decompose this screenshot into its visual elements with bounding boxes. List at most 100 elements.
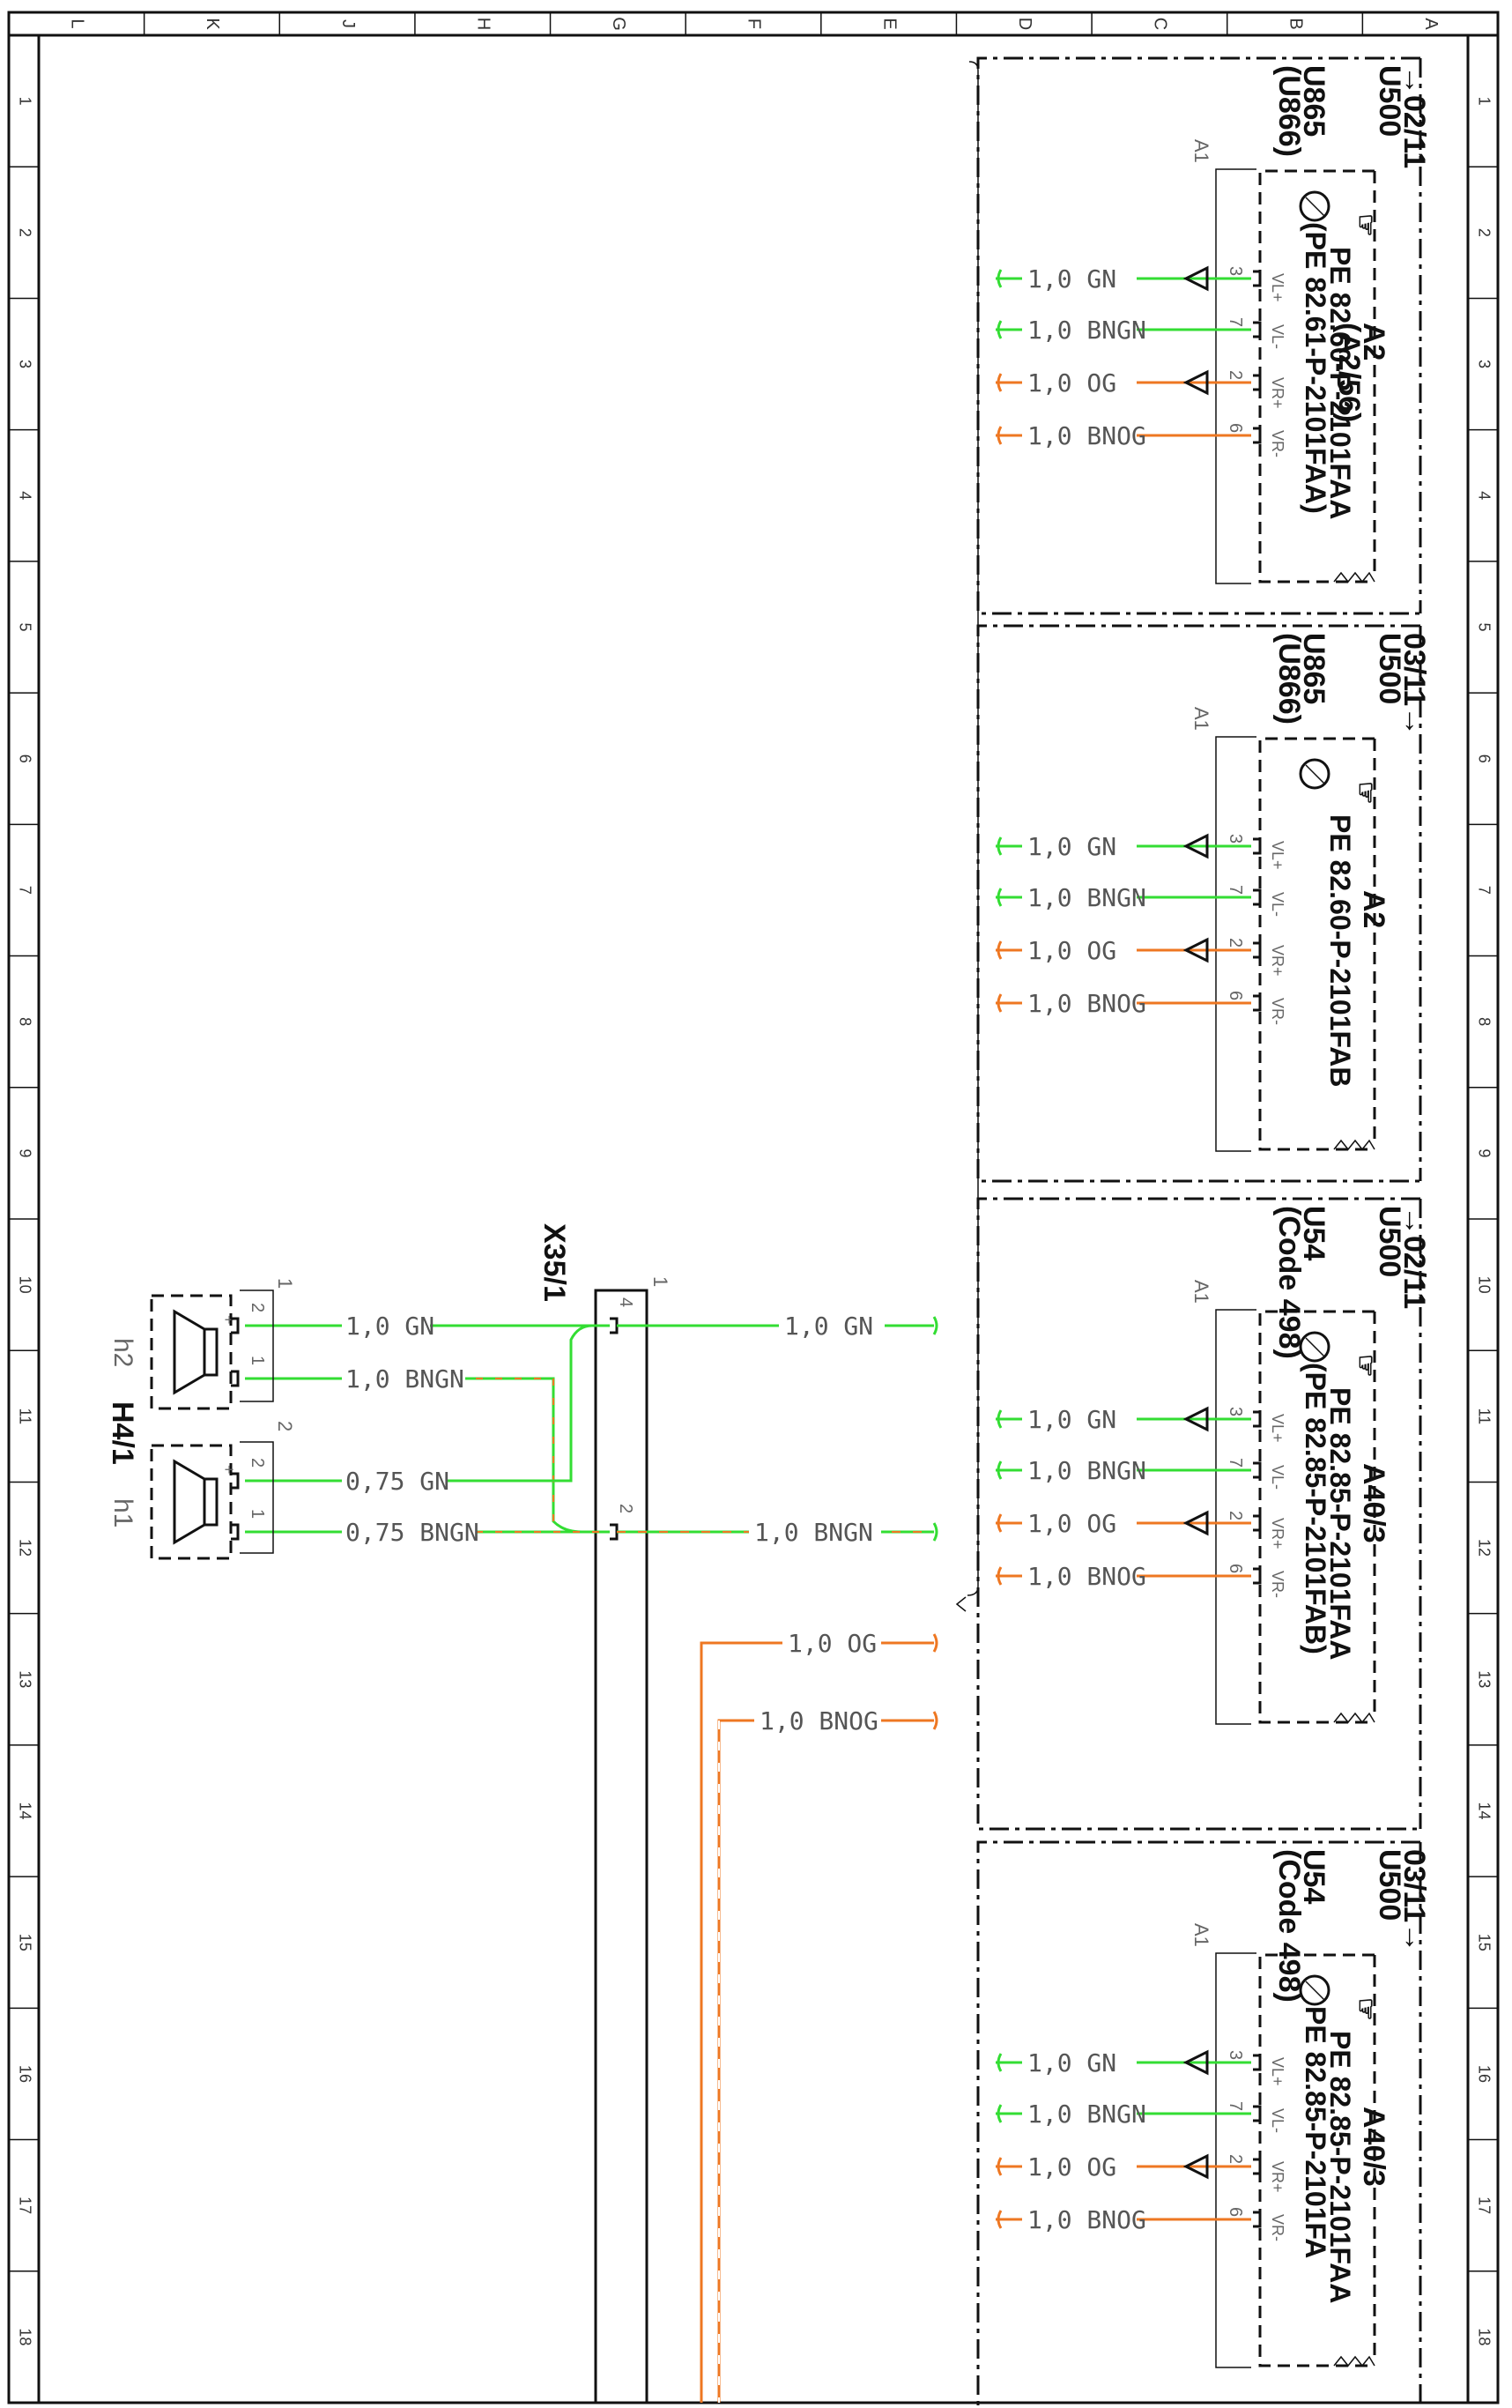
connector-label: A1: [1190, 1280, 1212, 1304]
row-label: 11: [1475, 1408, 1493, 1424]
speaker-wire-bngn-h2: [245, 1377, 610, 1534]
module-code: U54: [1297, 1206, 1330, 1260]
pin-signal: VR-: [1269, 1571, 1286, 1598]
speaker-plus: +: [220, 1465, 238, 1475]
x35-wire-label: 1,0 BNGN: [754, 1518, 873, 1547]
speaker-h1: +: [150, 1444, 238, 1560]
module-variant: U500: [1373, 1206, 1406, 1277]
speaker-h1-label: h1: [108, 1498, 137, 1527]
column-label: G: [609, 17, 628, 31]
wire-label-bg: [1022, 883, 1137, 911]
module-ref: →02/11: [1397, 65, 1431, 168]
row-label: 9: [1475, 1148, 1493, 1157]
pin-terminal: [1253, 2054, 1262, 2071]
device-label: A2: [1357, 890, 1390, 928]
wire-stub: [997, 1566, 1003, 1586]
pin-terminal: [1253, 374, 1262, 391]
column-label: F: [745, 19, 764, 29]
row-label: 1: [16, 97, 33, 106]
row-label: 5: [1475, 622, 1493, 631]
x35-wire-og: [700, 1641, 934, 2403]
pin-number: 2: [1226, 370, 1245, 380]
arrow-icon: [1182, 937, 1209, 963]
wire-stub: [997, 1409, 1003, 1429]
pin-terminal: [1253, 321, 1262, 338]
wire-label-bg: [342, 1518, 476, 1546]
speaker-top-num: 1: [274, 1278, 296, 1289]
row-label: 6: [1475, 754, 1493, 763]
row-label: 4: [16, 491, 33, 500]
wire-stub: [997, 426, 1003, 445]
wire-label: 1,0 BNOG: [1027, 2205, 1146, 2234]
device-alt-label: (A2/56): [1332, 323, 1366, 422]
arrow-icon: [1182, 369, 1209, 396]
wire-label-bg: [1022, 1562, 1137, 1590]
module-boundary: [976, 1840, 1420, 2408]
speaker-top-num: 2: [274, 1421, 296, 1431]
module-variant: U500: [1373, 65, 1406, 137]
connector-label: A1: [1190, 707, 1212, 731]
wire-label-bg: [1022, 264, 1137, 293]
wire-label-bg: [1022, 1509, 1137, 1537]
module-code-alt: (U866): [1272, 633, 1306, 725]
row-label: 8: [16, 1017, 33, 1026]
wire-label-bg: [1022, 936, 1137, 964]
row-label: 10: [16, 1276, 33, 1294]
pin-number: 6: [1226, 991, 1245, 1000]
amplifier-icon: [1299, 190, 1330, 222]
wire-label: 1,0 BNGN: [1027, 316, 1146, 345]
module-code: U865: [1297, 633, 1330, 704]
doc-reference: PE 82.60-P-2101FAA: [1324, 247, 1356, 520]
doc-reference: PE 82.60-P-2101FAB: [1324, 814, 1356, 1088]
pin-signal: VL+: [1269, 1414, 1286, 1443]
doc-reference: PE 82.85-P-2101FAA: [1324, 1387, 1356, 1661]
amplifier-icon-stroke: [1305, 1337, 1326, 1358]
pin-signal: VR-: [1269, 998, 1286, 1025]
hand-pointer-icon: ☞: [1351, 1354, 1380, 1378]
wire-stub: [997, 320, 1003, 339]
connector-x35-body: [594, 1289, 649, 2404]
speaker-h2-label: h2: [108, 1338, 137, 1367]
arrow-icon: [1182, 2049, 1209, 2076]
doc-reference: (PE 82.61-P-2101FAA): [1300, 222, 1331, 514]
module-code-alt: (Code 498): [1272, 1206, 1306, 1359]
pin-terminal: [1253, 1514, 1262, 1532]
row-label: 7: [16, 886, 33, 895]
pin-signal: VL-: [1269, 892, 1286, 917]
pin-signal: VR+: [1269, 945, 1286, 977]
arrow-icon: [1182, 265, 1209, 292]
wire-stub: [997, 1460, 1003, 1480]
x35-wire-label: 1,0 OG: [788, 1629, 877, 1658]
group-brace: [967, 61, 979, 1596]
connector-outline: [1215, 1952, 1256, 2368]
row-label: 15: [1475, 1934, 1493, 1951]
speaker-cone-icon: [173, 1459, 205, 1545]
speaker-pin-terminal: [231, 1523, 240, 1541]
module-variant: U500: [1373, 1849, 1406, 1921]
pin-number: 6: [1226, 2207, 1245, 2217]
speaker-wire-gn-h1: [245, 1324, 610, 1483]
speaker-dashed-box: [150, 1294, 233, 1410]
pin-number: 3: [1226, 1407, 1245, 1416]
hand-pointer-icon: ☞: [1351, 1997, 1380, 2021]
x35-wire-label: 1,0 GN: [784, 1312, 873, 1341]
outer-border: [7, 11, 1500, 2404]
wire-label-bg: [1022, 989, 1137, 1017]
module-ref: 03/11→: [1397, 1849, 1431, 1952]
break-mark: [1333, 2355, 1375, 2367]
wire-label-bg: [342, 1467, 448, 1495]
row-label: 14: [1475, 1802, 1493, 1819]
pin-terminal: [1253, 2105, 1262, 2122]
wire-label: 1,0 BNOG: [1027, 1562, 1146, 1591]
amplifier-icon-stroke: [1305, 1981, 1326, 2002]
device-label: A40/3: [1357, 1463, 1390, 1543]
break-mark: [1333, 571, 1375, 583]
